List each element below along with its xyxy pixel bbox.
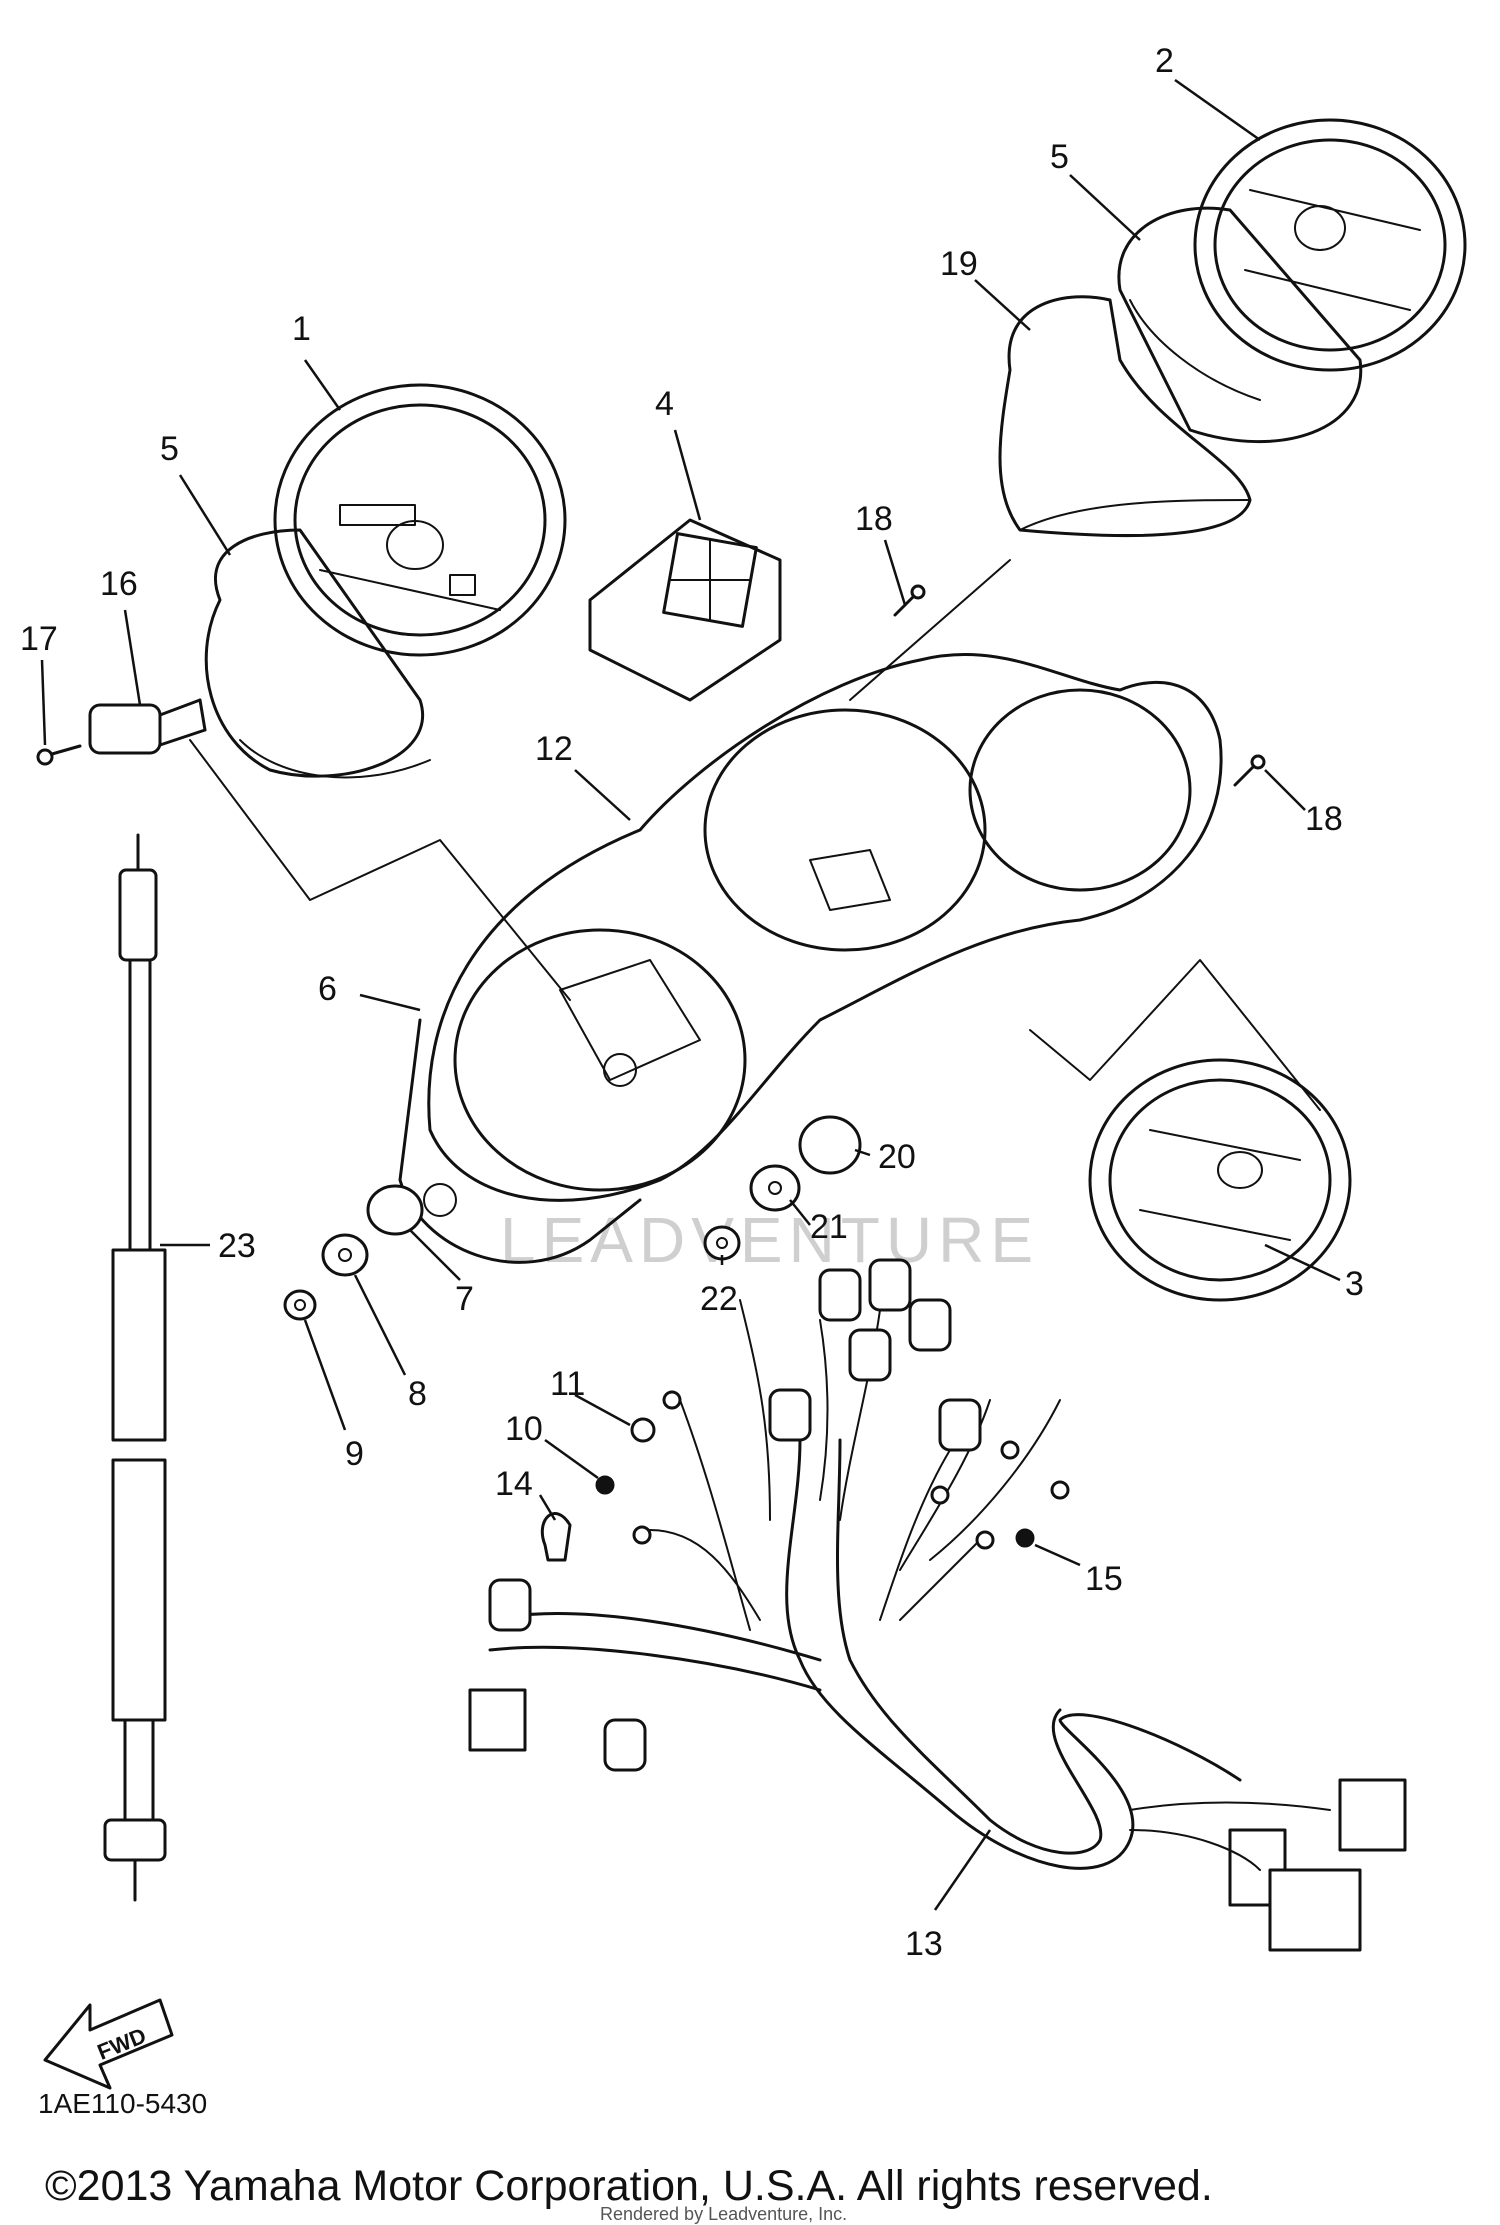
drawing-code: 1AE110-5430	[38, 2088, 207, 2119]
callout-16: 16	[100, 565, 138, 603]
callout-11: 11	[550, 1365, 585, 1403]
part-16-knob	[88, 698, 207, 755]
callout-21: 21	[810, 1208, 848, 1246]
part-1-speedometer	[273, 383, 567, 657]
part-4-indicator-panel	[588, 518, 782, 702]
part-14-bulb	[540, 1512, 572, 1562]
callout-5-left: 5	[160, 430, 179, 468]
part-11-washer	[630, 1417, 656, 1443]
part-21-collar	[749, 1164, 801, 1212]
callouts: 2 5 19 1 4 5 18 16 17 12 18 6 23 20 21 2…	[20, 42, 1364, 1963]
callout-20: 20	[878, 1138, 916, 1176]
callout-14: 14	[495, 1465, 533, 1503]
callout-3: 3	[1345, 1265, 1364, 1303]
callout-8: 8	[408, 1375, 427, 1413]
part-23-cable	[103, 833, 167, 1902]
callout-15: 15	[1085, 1560, 1123, 1598]
callout-9: 9	[345, 1435, 364, 1473]
fwd-arrow: FWD	[43, 1998, 174, 2090]
callout-5-right: 5	[1050, 138, 1069, 176]
callout-17: 17	[20, 620, 58, 658]
part-15-screw	[1015, 1528, 1035, 1548]
callout-18-top: 18	[855, 500, 893, 538]
callout-7: 7	[455, 1280, 474, 1318]
assembly-lines	[189, 559, 1321, 1111]
part-2-tachometer	[1193, 118, 1467, 372]
part-20-grommet	[798, 1115, 862, 1175]
credit-text: Rendered by Leadventure, Inc.	[600, 2204, 847, 2224]
callout-19: 19	[940, 245, 978, 283]
part-9-nut	[283, 1289, 317, 1321]
callout-12: 12	[535, 730, 573, 768]
callout-1: 1	[292, 310, 311, 348]
watermark-text: LEADVENTURE	[500, 1204, 1039, 1276]
part-3-gauge	[1088, 1058, 1352, 1302]
callout-6: 6	[318, 970, 337, 1008]
part-12-bracket	[427, 652, 1223, 1202]
callout-2: 2	[1155, 42, 1174, 80]
leaders	[40, 78, 1341, 1911]
callout-10: 10	[505, 1410, 543, 1448]
part-22-nut	[703, 1225, 741, 1261]
callout-13: 13	[905, 1925, 943, 1963]
callout-23: 23	[218, 1227, 256, 1265]
part-7-grommet	[366, 1184, 424, 1236]
callout-18-right: 18	[1305, 800, 1343, 838]
copyright-text: ©2013 Yamaha Motor Corporation, U.S.A. A…	[45, 2162, 1213, 2210]
part-19-cover	[998, 295, 1252, 538]
part-5-housing-left	[204, 528, 431, 779]
part-5-housing-right	[1117, 206, 1363, 443]
part-8-collar	[321, 1233, 369, 1277]
part-10-screw	[595, 1475, 615, 1495]
part-18-screw-right	[1233, 754, 1266, 787]
callout-22: 22	[700, 1280, 738, 1318]
part-17-screw	[36, 744, 82, 766]
callout-4: 4	[655, 385, 674, 423]
part-13-harness	[468, 1258, 1407, 1952]
